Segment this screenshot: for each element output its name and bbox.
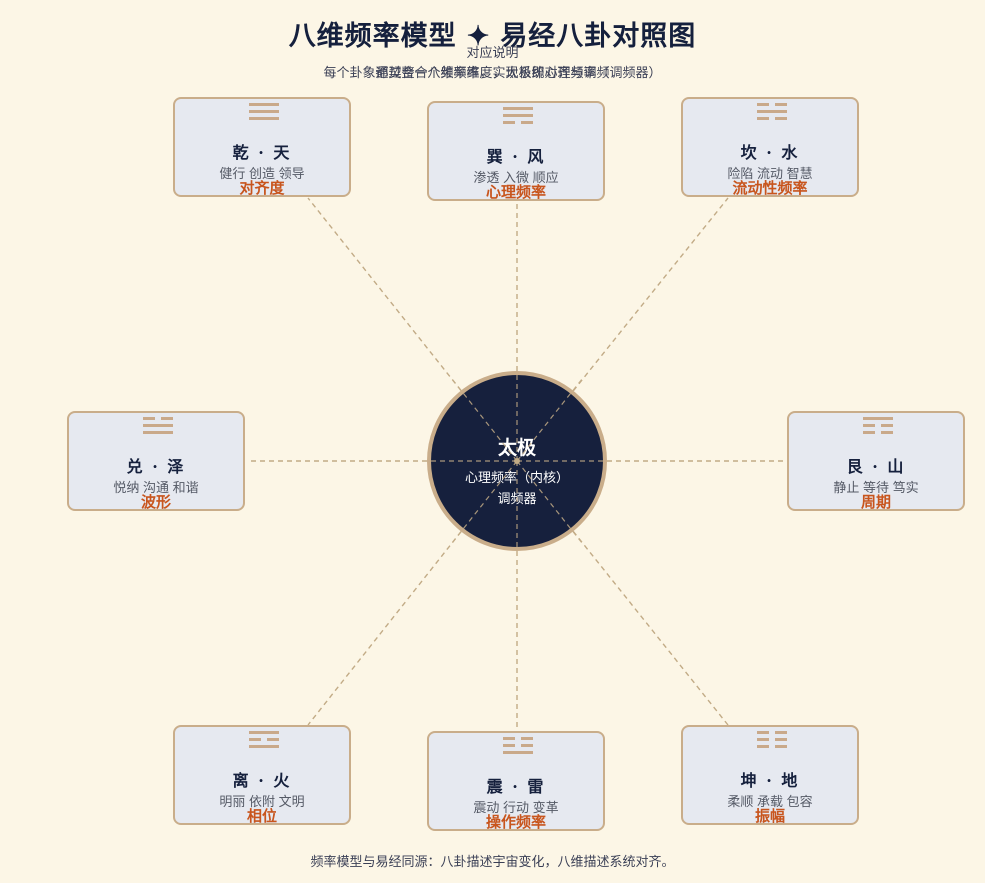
- yin-line: [863, 431, 893, 434]
- trigram-frequency: 流动性频率: [732, 180, 808, 197]
- yin-line: [863, 424, 893, 427]
- trigram-desc: 静止 等待 笃实: [833, 480, 919, 495]
- yang-line: [143, 424, 173, 427]
- yang-line: [249, 117, 279, 120]
- trigram-frequency: 波形: [140, 494, 171, 511]
- title-left: 八维频率模型: [288, 21, 457, 52]
- yang-line: [757, 110, 787, 113]
- trigram-desc: 震动 行动 变革: [473, 800, 559, 815]
- kun-trigram-icon: [757, 731, 787, 752]
- trigram-card-gen: 艮 · 山 静止 等待 笃实 周期: [787, 411, 965, 511]
- yang-line: [503, 751, 533, 754]
- subtitle-primary: 每个卦象都契合一个频率维度，太极即心理频率（调频器）: [323, 66, 662, 81]
- trigram-name: 坤 · 地: [740, 771, 800, 790]
- yang-line: [503, 107, 533, 110]
- subtitle-overlay: 通过整合八维频率，实现系统对齐与调频: [375, 66, 610, 81]
- trigram-frequency: 相位: [246, 808, 277, 825]
- trigram-frequency: 周期: [860, 494, 891, 511]
- yin-line: [757, 745, 787, 748]
- yang-line: [863, 417, 893, 420]
- trigram-name: 震 · 雷: [486, 777, 546, 796]
- qian-trigram-icon: [249, 103, 279, 124]
- trigram-desc: 险陷 流动 智慧: [727, 166, 813, 181]
- zhen-trigram-icon: [503, 737, 533, 758]
- yin-line: [757, 103, 787, 106]
- yin-line: [503, 737, 533, 740]
- trigram-card-kun: 坤 · 地 柔顺 承载 包容 振幅: [681, 725, 859, 825]
- page-title: 八维频率模型 ✦ 易经八卦对照图: [0, 14, 985, 53]
- trigram-desc: 渗透 入微 顺应: [473, 170, 559, 185]
- yang-line: [143, 431, 173, 434]
- trigram-card-zhen: 震 · 雷 震动 行动 变革 操作频率: [427, 731, 605, 831]
- kan-trigram-icon: [757, 103, 787, 124]
- trigram-frequency: 操作频率: [485, 814, 546, 831]
- trigram-name: 坎 · 水: [740, 143, 800, 162]
- trigram-card-dui: 兑 · 泽 悦纳 沟通 和谐 波形: [67, 411, 245, 511]
- yang-line: [503, 114, 533, 117]
- yin-line: [757, 731, 787, 734]
- yin-line: [249, 738, 279, 741]
- taiji-center: 太极 心理频率（内核） 调频器: [427, 371, 607, 551]
- yang-line: [249, 731, 279, 734]
- li-trigram-icon: [249, 731, 279, 752]
- taiji-line1: 心理频率（内核）: [464, 470, 569, 485]
- star-icon: ✦: [466, 21, 491, 52]
- trigram-name: 乾 · 天: [232, 143, 292, 162]
- trigram-card-xun: 巽 · 风 渗透 入微 顺应 心理频率: [427, 101, 605, 201]
- yin-line: [143, 417, 173, 420]
- trigram-desc: 明丽 依附 文明: [219, 794, 305, 809]
- title-right: 易经八卦对照图: [500, 21, 697, 52]
- trigram-frequency: 振幅: [754, 808, 785, 825]
- taiji-title: 太极: [497, 437, 536, 459]
- yin-line: [757, 738, 787, 741]
- trigram-desc: 悦纳 沟通 和谐: [113, 480, 199, 495]
- trigram-card-qian: 乾 · 天 健行 创造 领导 对齐度: [173, 97, 351, 197]
- footer-note: 频率模型与易经同源：八卦描述宇宙变化，八维描述系统对齐。: [310, 855, 675, 870]
- taiji-line2: 调频器: [497, 491, 537, 506]
- trigram-card-li: 离 · 火 明丽 依附 文明 相位: [173, 725, 351, 825]
- xun-trigram-icon: [503, 107, 533, 128]
- yang-line: [249, 110, 279, 113]
- trigram-card-kan: 坎 · 水 险陷 流动 智慧 流动性频率: [681, 97, 859, 197]
- yin-line: [503, 121, 533, 124]
- trigram-desc: 柔顺 承载 包容: [727, 794, 813, 809]
- trigram-frequency: 心理频率: [485, 184, 546, 201]
- trigram-name: 离 · 火: [232, 771, 292, 790]
- trigram-frequency: 对齐度: [239, 180, 285, 197]
- gen-trigram-icon: [863, 417, 893, 438]
- yin-line: [757, 117, 787, 120]
- yang-line: [249, 103, 279, 106]
- legend-label: 对应说明: [466, 46, 519, 61]
- trigram-name: 兑 · 泽: [126, 457, 186, 476]
- trigram-name: 艮 · 山: [846, 457, 906, 476]
- trigram-desc: 健行 创造 领导: [219, 166, 305, 181]
- yin-line: [503, 744, 533, 747]
- dui-trigram-icon: [143, 417, 173, 438]
- trigram-name: 巽 · 风: [486, 147, 546, 166]
- yang-line: [249, 745, 279, 748]
